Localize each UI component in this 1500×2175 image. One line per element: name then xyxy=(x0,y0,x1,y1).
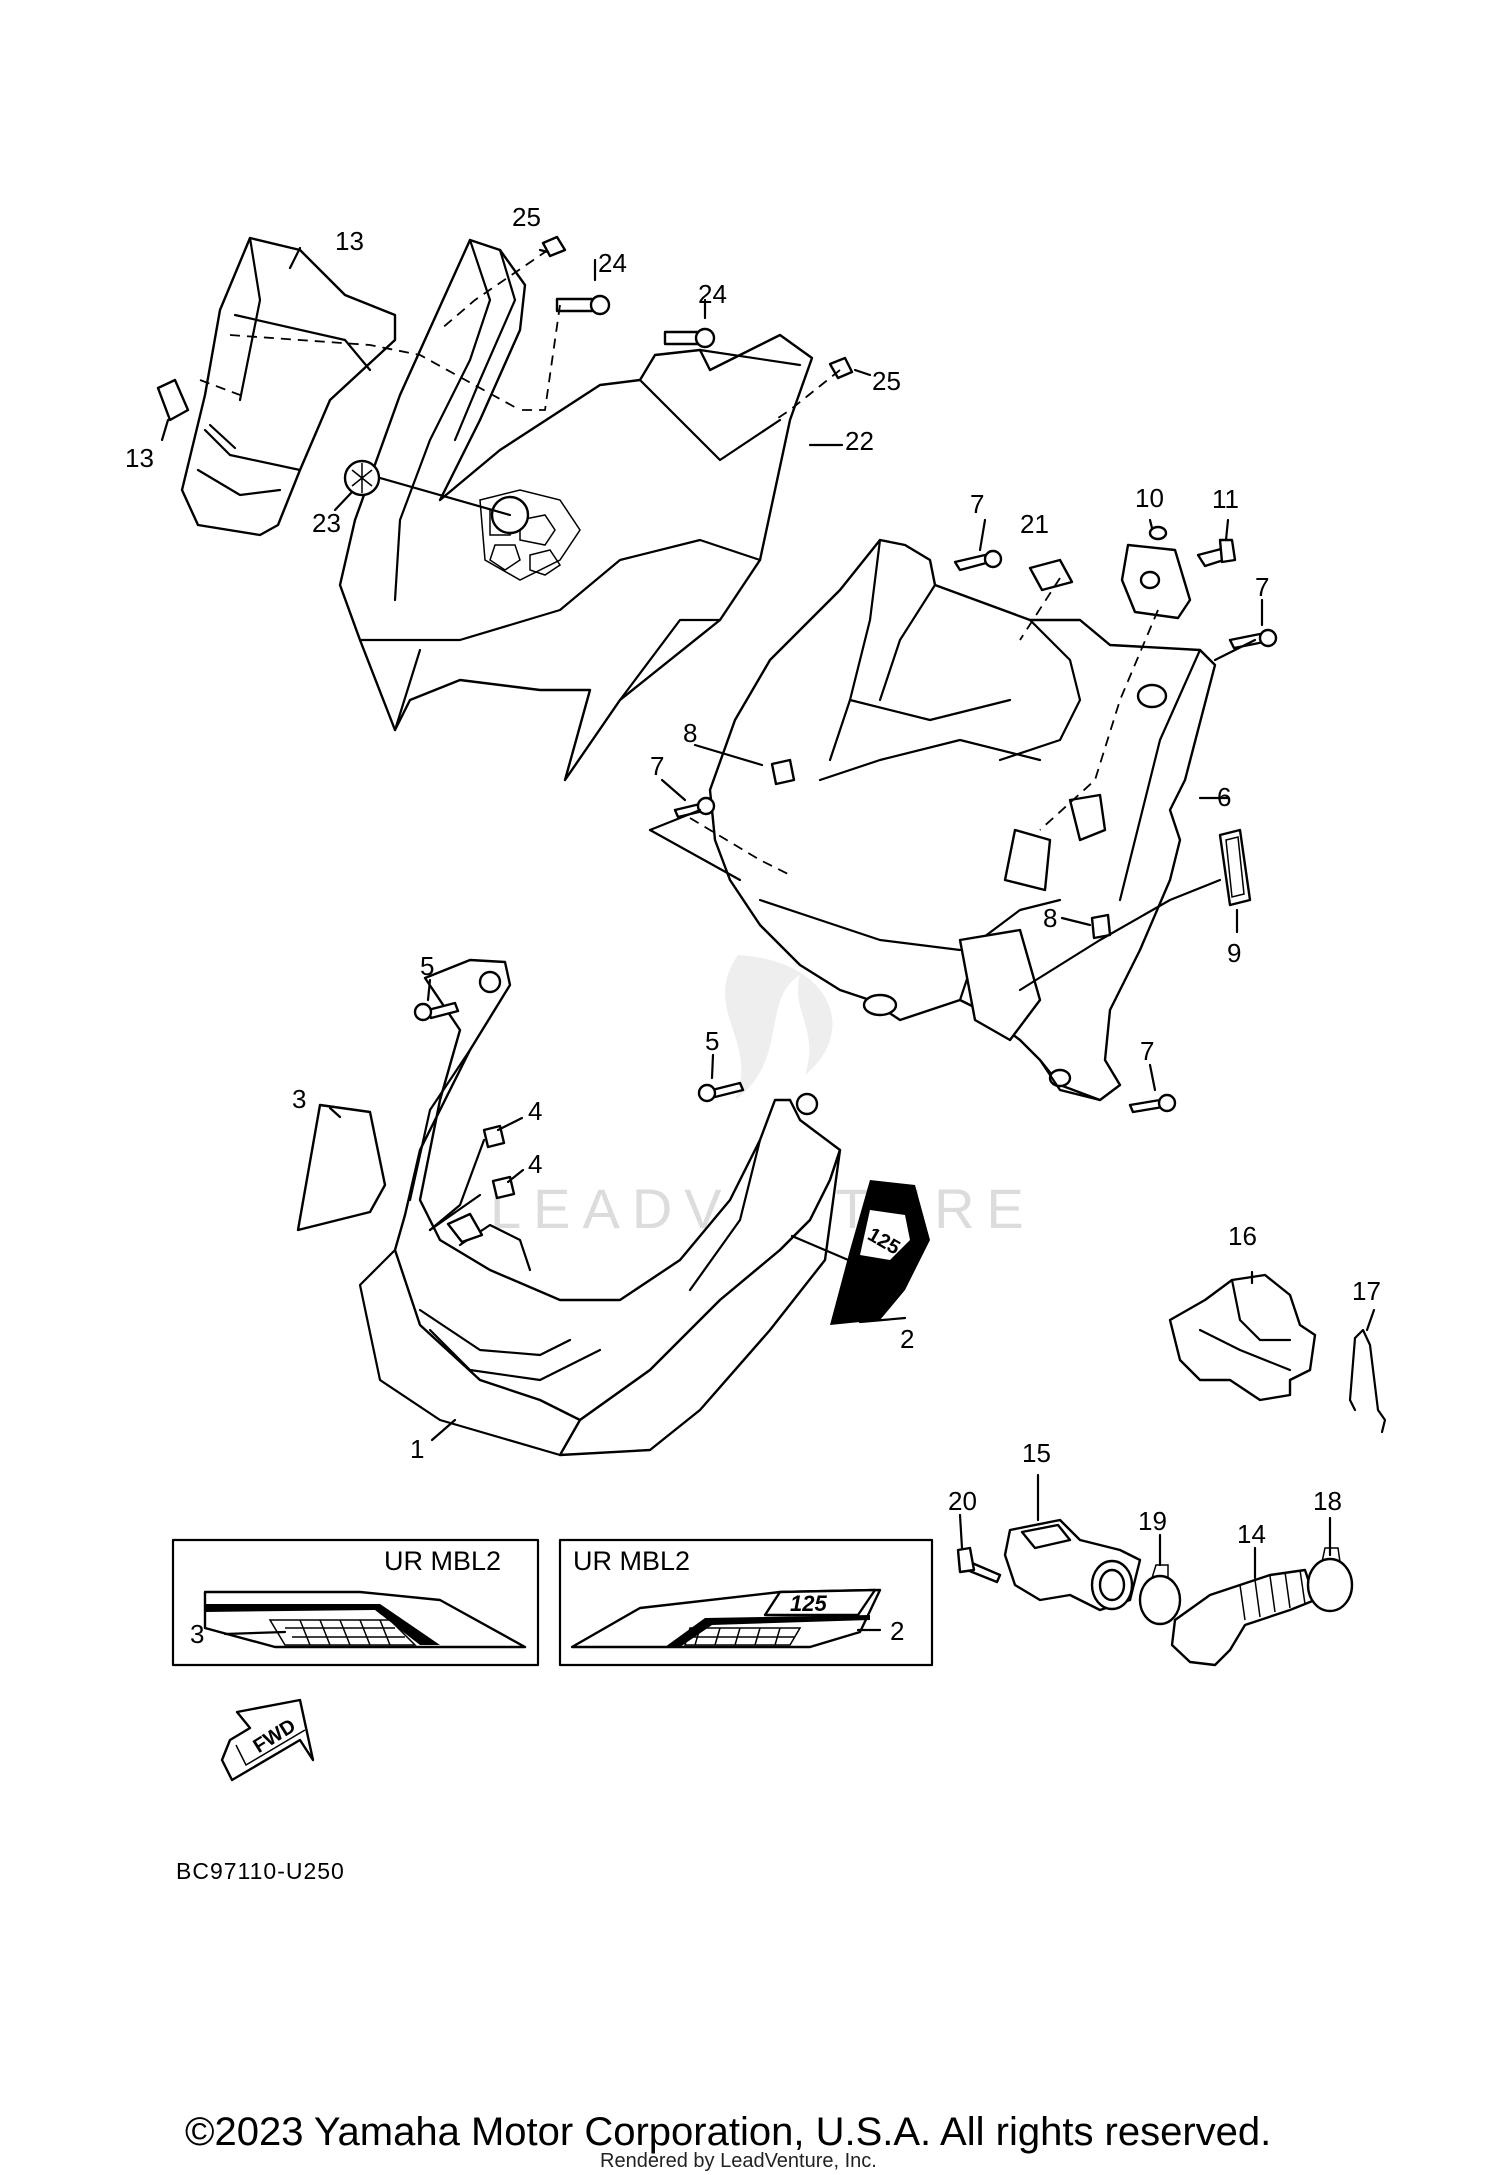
assembly-lines-right xyxy=(648,577,1257,992)
callout-4b: 4 xyxy=(528,1149,542,1179)
part-15-duct-joint xyxy=(1003,1518,1142,1612)
callout-25b: 25 xyxy=(872,366,901,396)
callout-9: 9 xyxy=(1227,938,1241,968)
part-3-decal xyxy=(296,1103,387,1232)
callout-16: 16 xyxy=(1228,1221,1257,1251)
fwd-arrow-icon: FWD xyxy=(220,1698,315,1782)
callout-numbers: 13 13 25 24 24 25 22 23 7 21 10 11 7 8 7… xyxy=(125,202,1381,1649)
callout-24a: 24 xyxy=(598,248,627,278)
callout-24b: 24 xyxy=(698,279,727,309)
part-9-gasket xyxy=(1218,828,1252,907)
callout-3b: 3 xyxy=(190,1619,204,1649)
callout-7a: 7 xyxy=(970,489,984,519)
callout-21: 21 xyxy=(1020,509,1049,539)
part-7-screws xyxy=(673,549,1278,1114)
callout-14: 14 xyxy=(1237,1519,1266,1549)
callout-7b: 7 xyxy=(1255,572,1269,602)
svg-text:UR MBL2: UR MBL2 xyxy=(384,1546,501,1576)
callout-13: 13 xyxy=(125,443,154,473)
callout-23: 23 xyxy=(312,508,341,538)
part-16-duct xyxy=(1168,1273,1317,1402)
part-6-inner-panel xyxy=(708,538,1217,1102)
part-23-emblem xyxy=(343,459,381,497)
part-18-clamp xyxy=(1306,1547,1354,1613)
callout-2b: 2 xyxy=(890,1616,904,1646)
callout-10: 10 xyxy=(1135,483,1164,513)
callout-2a: 2 xyxy=(900,1324,914,1354)
callout-25a: 25 xyxy=(512,202,541,232)
callout-4a: 4 xyxy=(528,1096,542,1126)
callout-12: 13 xyxy=(335,226,364,256)
callout-5a: 5 xyxy=(420,951,434,981)
callout-1: 1 xyxy=(410,1434,424,1464)
part-8-clip-b xyxy=(1090,913,1112,940)
part-14-hose xyxy=(1170,1568,1317,1667)
callout-8b: 8 xyxy=(1043,903,1057,933)
part-21-pad xyxy=(1028,558,1074,592)
callout-19: 19 xyxy=(1138,1506,1167,1536)
callout-11: 11 xyxy=(1212,484,1239,514)
part-10-11-mount xyxy=(1120,525,1237,620)
callout-3a: 3 xyxy=(292,1084,306,1114)
inset-right: UR MBL2 125 xyxy=(558,1538,934,1667)
part-8-clip-a xyxy=(770,758,796,786)
callout-6: 6 xyxy=(1217,782,1231,812)
part-19-clamp xyxy=(1138,1564,1182,1626)
callout-20: 20 xyxy=(948,1486,977,1516)
leader-lines xyxy=(160,246,1376,1580)
inset-left: UR MBL2 xyxy=(171,1538,540,1667)
callout-8a: 8 xyxy=(683,718,697,748)
part-17-wire-clip xyxy=(1348,1328,1387,1434)
render-credit: Rendered by LeadVenture, Inc. xyxy=(600,2150,877,2172)
diagram-code: BC97110-U250 xyxy=(176,1858,345,1884)
assembly-lines-upper xyxy=(199,249,841,517)
part-20-bolt xyxy=(956,1546,1002,1584)
callout-17: 17 xyxy=(1352,1276,1381,1306)
svg-text:125: 125 xyxy=(790,1591,827,1616)
part-12-inner-cover xyxy=(180,236,397,537)
callout-18: 18 xyxy=(1313,1486,1342,1516)
copyright-notice: ©2023 Yamaha Motor Corporation, U.S.A. A… xyxy=(185,2110,1272,2154)
svg-text:UR MBL2: UR MBL2 xyxy=(573,1546,690,1576)
callout-7d: 7 xyxy=(1140,1036,1154,1066)
part-1-lower-cover xyxy=(358,958,842,1457)
part-2-decal: 125 xyxy=(830,1180,930,1325)
part-13-pad xyxy=(156,378,190,422)
callout-22: 22 xyxy=(845,426,874,456)
part-22-front-cover xyxy=(338,238,814,782)
callout-5b: 5 xyxy=(705,1026,719,1056)
callout-7c: 7 xyxy=(650,751,664,781)
part-4-5-fasteners xyxy=(413,1001,745,1232)
callout-15: 15 xyxy=(1022,1438,1051,1468)
